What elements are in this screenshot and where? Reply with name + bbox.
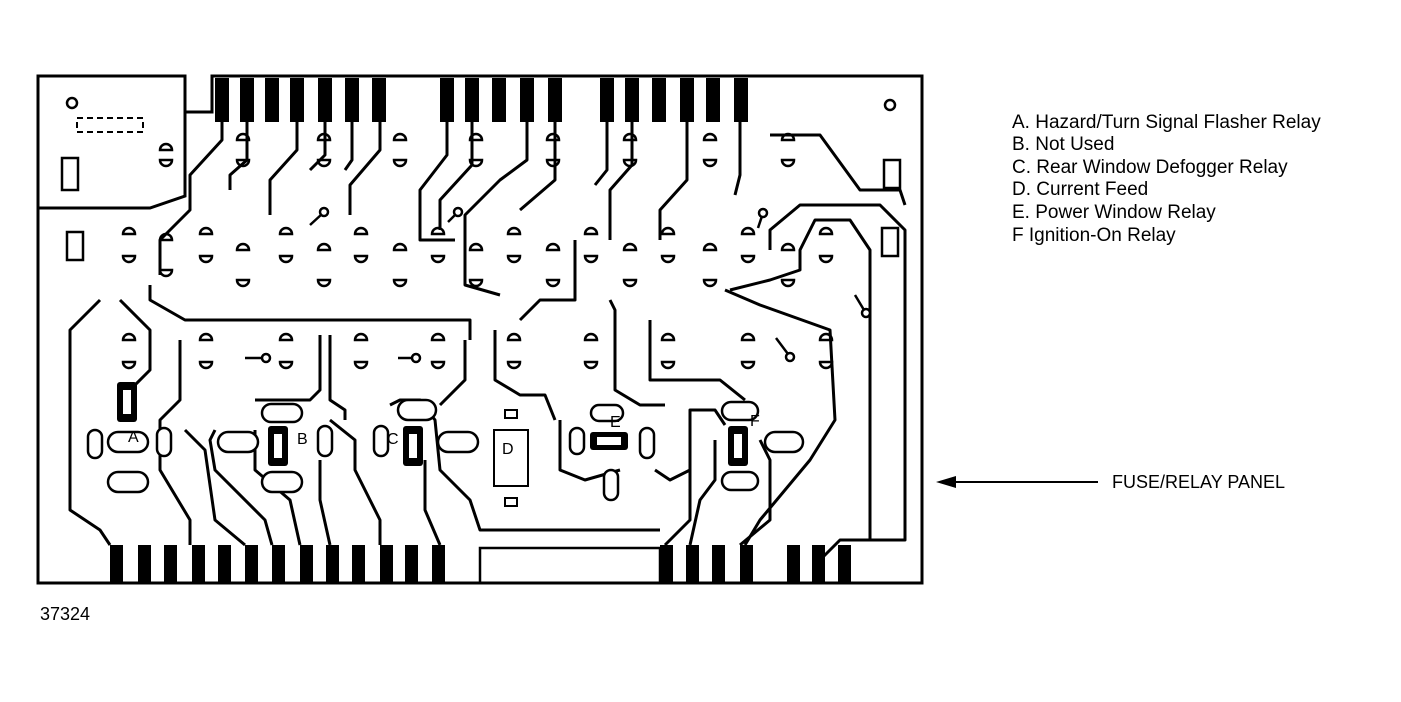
board-label-d: D (502, 441, 514, 458)
fuse-blades (117, 382, 748, 466)
legend-item-f: F Ignition-On Relay (1012, 225, 1176, 246)
board-label-f: F (750, 413, 760, 430)
callout-label: FUSE/RELAY PANEL (1112, 472, 1285, 492)
legend-item-e: E. Power Window Relay (1012, 202, 1216, 223)
jumper-links (245, 206, 872, 364)
legend: A. Hazard/Turn Signal Flasher Relay B. N… (1012, 112, 1321, 246)
fuse-oval-pads (86, 398, 805, 502)
board-label-e: E (610, 414, 621, 431)
rectangular-slots (60, 156, 902, 262)
board-label-a: A (128, 429, 139, 446)
dashed-marking (76, 117, 144, 133)
board-outline (36, 74, 924, 585)
circuit-traces (68, 122, 907, 562)
bottom-connector-terminals (110, 545, 851, 583)
figure-number: 37324 (40, 604, 90, 624)
current-feed-tab-bottom (504, 497, 518, 507)
legend-item-a: A. Hazard/Turn Signal Flasher Relay (1012, 112, 1321, 133)
callout-arrowhead (936, 476, 956, 488)
relay-pin-pads (121, 132, 834, 370)
mounting-holes (65, 96, 897, 112)
legend-item-d: D. Current Feed (1012, 179, 1148, 200)
bottom-connector-notch (478, 546, 662, 583)
current-feed-box (493, 429, 529, 487)
legend-item-c: C. Rear Window Defogger Relay (1012, 157, 1288, 178)
top-connector-terminals (215, 78, 748, 122)
current-feed-tab-top (504, 409, 518, 419)
board-label-c: C (387, 431, 399, 448)
board-label-b: B (297, 431, 308, 448)
board-corner-region (38, 112, 187, 210)
legend-item-b: B. Not Used (1012, 134, 1114, 155)
